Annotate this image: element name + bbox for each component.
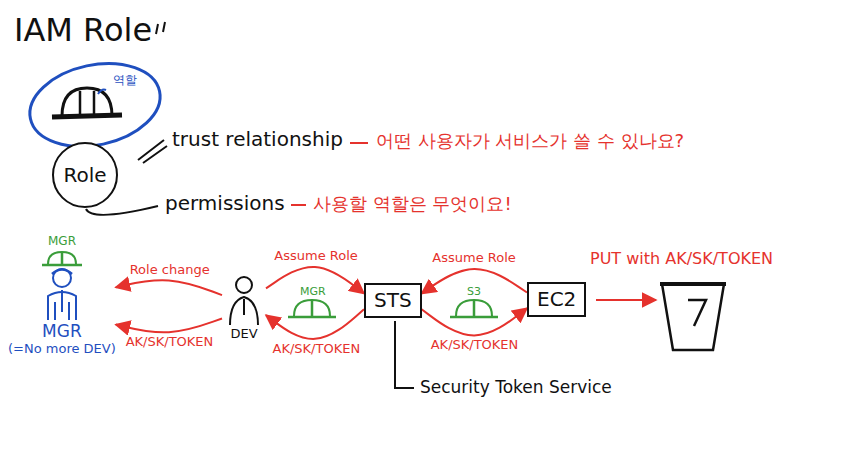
hard-hat [62,88,112,116]
bucket-mark [688,300,706,326]
figure-stroke [230,297,258,325]
person-figure: MGR(=No more DEV) [8,250,116,356]
flow-arrow [116,319,222,333]
hard-hat-ridge [80,91,94,115]
helmet-brim [288,301,336,317]
diagram-title: IAM Role [14,12,152,49]
flow-arrow [422,308,527,335]
role-circle: Role [52,142,118,208]
edge-label: Assume Role [430,251,517,266]
service-box: STS [364,283,422,318]
bucket-icon [662,284,724,350]
permissions-heading: permissions [165,192,285,215]
trust-tick [138,140,167,163]
person-icon [222,275,266,327]
figure-head [53,269,71,287]
permissions-line [86,206,158,215]
leader-line [98,90,106,95]
figure-stroke [52,270,72,275]
helmet-label: MGR [300,286,326,299]
edge-label: Role change [128,263,212,278]
figure-head [236,277,252,293]
figure-stroke [42,253,82,265]
helmet-brim [450,301,498,317]
node-text: DEV [230,327,257,342]
service-box: EC2 [527,282,586,317]
dash [291,204,306,206]
permissions-note: 사용할 역할은 무엇이요! [313,194,512,215]
arrow-label: PUT with AK/SK/TOKEN [590,250,773,268]
title-marks [156,22,165,34]
node-text: (=No more DEV) [8,342,116,357]
person-icon [12,250,112,322]
edge-label: AK/SK/TOKEN [271,342,363,357]
node-text: EC2 [537,288,576,311]
edge-label: AK/SK/TOKEN [429,338,521,353]
bucket-rim [660,282,726,286]
person-figure: DEV [222,275,266,342]
bracket-line [395,321,414,388]
figure-stroke [243,299,245,315]
trust-note: 어떤 사용자가 서비스가 쓸 수 있나요? [376,131,684,152]
hard-hat-brim [52,115,122,117]
edge-label: Assume Role [272,249,359,264]
helmet-label: S3 [467,286,481,299]
node-text: STS [374,289,412,312]
trust-heading: trust relationship [172,128,343,151]
flow-arrow [266,309,364,339]
flow-arrow [116,280,222,295]
edge-label: AK/SK/TOKEN [124,335,216,350]
put-arrow [596,299,656,301]
dash [350,142,368,144]
node-text: MGR [42,322,82,342]
node-text: Role [63,164,106,187]
helmet-label: MGR [48,235,76,249]
service-name: Security Token Service [420,378,612,398]
role-loop [22,52,168,158]
role-annotation: 역할 [113,74,137,88]
figure-stroke [55,290,69,320]
